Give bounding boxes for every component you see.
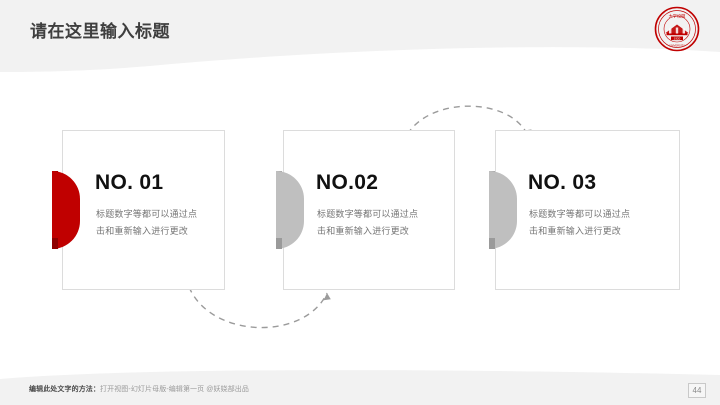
card-2[interactable]: NO.02 标题数字等都可以通过点击和重新输入进行更改 bbox=[283, 130, 455, 290]
card-2-description: 标题数字等都可以通过点击和重新输入进行更改 bbox=[317, 209, 419, 236]
footer-note: 编辑此处文字的方法：打开视图-幻灯片母版-编辑第一页 @妖娆部出品 bbox=[29, 384, 249, 394]
card-2-badge-tab-bottom bbox=[276, 238, 282, 249]
card-2-number: NO.02 bbox=[316, 171, 379, 194]
card-1-badge-icon bbox=[46, 171, 80, 249]
card-1[interactable]: NO. 01 标题数字等都可以通过点击和重新输入进行更改 bbox=[62, 130, 225, 290]
footer-note-strong: 编辑此处文字的方法： bbox=[29, 386, 100, 393]
svg-text:1920: 1920 bbox=[674, 36, 681, 40]
card-3-description: 标题数字等都可以通过点击和重新输入进行更改 bbox=[529, 209, 631, 236]
svg-text:UNIVERSITY: UNIVERSITY bbox=[669, 44, 685, 48]
card-1-number: NO. 01 bbox=[95, 171, 164, 194]
card-1-description: 标题数字等都可以通过点击和重新输入进行更改 bbox=[96, 209, 198, 236]
card-3-badge-icon bbox=[483, 171, 517, 249]
card-2-badge-icon bbox=[270, 171, 304, 249]
footer-note-light: 打开视图-幻灯片母版-编辑第一页 @妖娆部出品 bbox=[100, 386, 250, 393]
page-number-badge: 44 bbox=[688, 383, 706, 398]
card-1-badge-disc bbox=[52, 171, 80, 249]
card-3-badge-disc bbox=[489, 171, 517, 249]
card-1-badge-tab-bottom bbox=[52, 238, 58, 249]
card-3-number: NO. 03 bbox=[528, 171, 597, 194]
page-title: 请在这里输入标题 bbox=[30, 22, 170, 41]
card-2-badge-disc bbox=[276, 171, 304, 249]
card-3-badge-tab-bottom bbox=[489, 238, 495, 249]
card-3[interactable]: NO. 03 标题数字等都可以通过点击和重新输入进行更改 bbox=[495, 130, 680, 290]
arc-card1-to-card2 bbox=[185, 285, 335, 347]
svg-text:大学校徽: 大学校徽 bbox=[669, 12, 687, 19]
university-seal-logo: 1920 大学校徽 UNIVERSITY bbox=[654, 6, 700, 52]
